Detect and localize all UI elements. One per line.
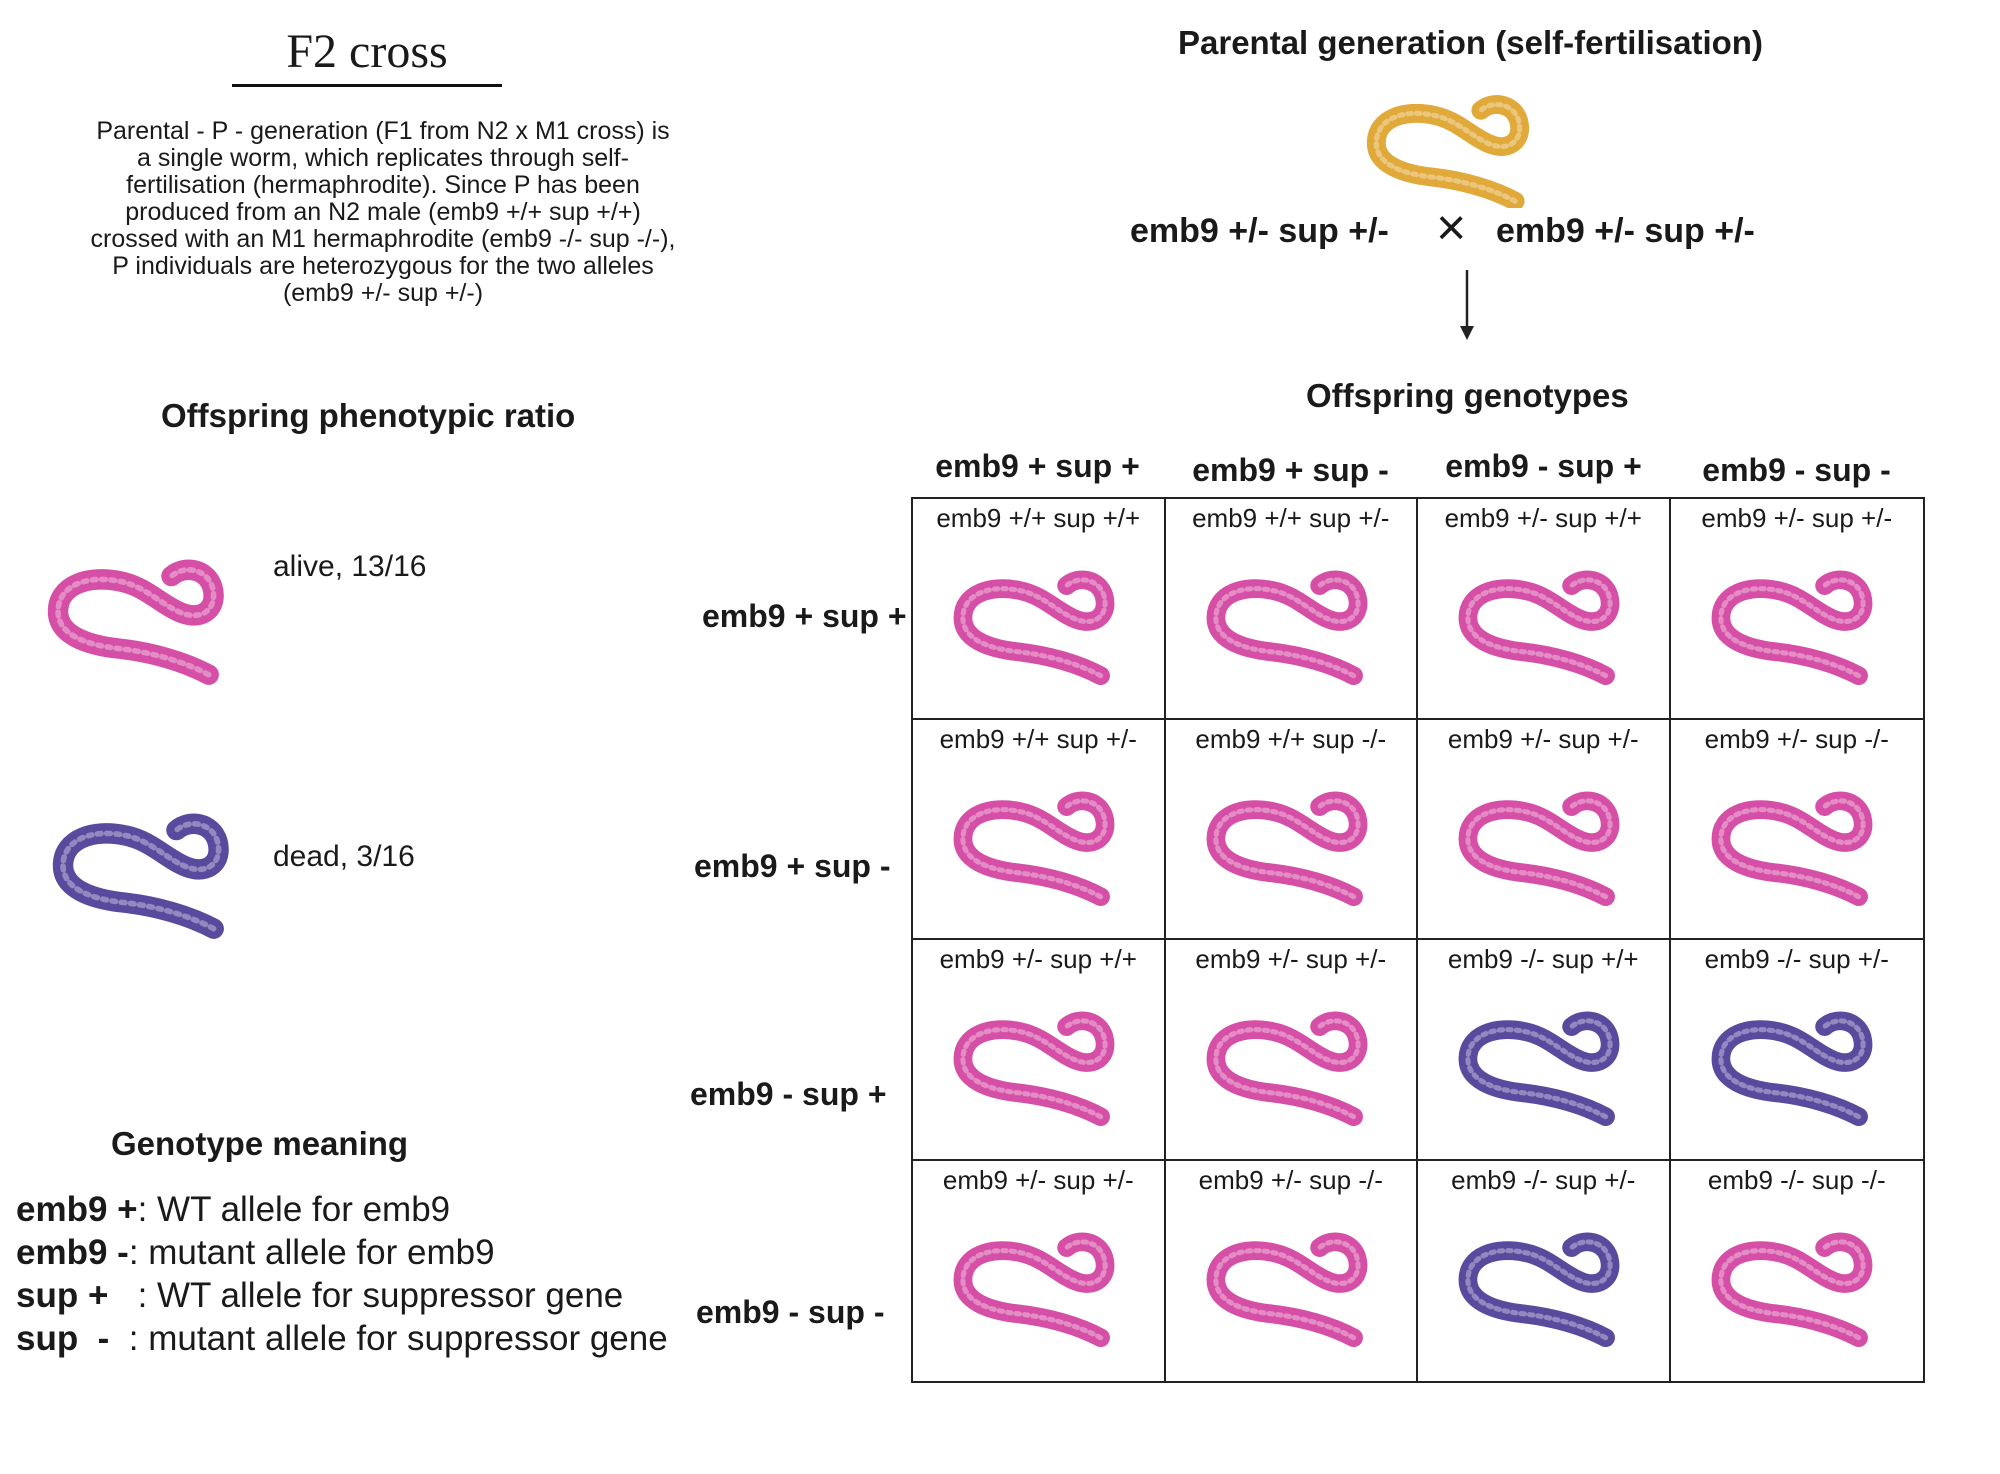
- genotype-label: emb9 +/- sup +/+: [1444, 503, 1642, 533]
- genotype-label: emb9 +/+ sup +/-: [939, 723, 1137, 754]
- parent-genotype-right: emb9 +/- sup +/-: [1496, 212, 1755, 250]
- alive-worm-icon: [951, 782, 1121, 906]
- genotype-label: emb9 +/+ sup -/-: [1195, 723, 1387, 754]
- genotype-cell: emb9 +/- sup +/-: [913, 1160, 1166, 1381]
- down-arrow-icon: [1457, 270, 1477, 342]
- column-header: emb9 + sup -: [1192, 452, 1389, 488]
- genotype-cell: emb9 +/- sup +/+: [1418, 499, 1671, 720]
- row-header: emb9 + sup -: [694, 848, 891, 884]
- meaning-item: sup - : mutant allele for suppressor gen…: [16, 1319, 668, 1358]
- genotype-cell: emb9 +/+ sup +/-: [1165, 499, 1418, 720]
- genotype-label: emb9 +/- sup -/-: [1198, 1164, 1383, 1195]
- row-header: emb9 - sup +: [690, 1076, 887, 1112]
- genotype-label: emb9 +/- sup +/-: [1447, 723, 1639, 754]
- title-underline: [232, 84, 502, 87]
- dead-worm-icon: [1709, 1002, 1879, 1126]
- genotype-cell: emb9 -/- sup +/-: [1670, 940, 1923, 1161]
- alive-worm-icon: [951, 1223, 1121, 1347]
- alive-worm-icon: [1204, 782, 1374, 906]
- page-title: F2 cross: [286, 25, 448, 78]
- genotype-cell: emb9 +/- sup +/-: [1165, 940, 1418, 1161]
- alive-worm-icon: [1204, 1223, 1374, 1347]
- intro-paragraph: Parental - P - generation (F1 from N2 x …: [90, 117, 676, 307]
- alive-worm-icon: [1456, 782, 1626, 906]
- genotype-cell: emb9 +/+ sup +/-: [913, 719, 1166, 940]
- alive-worm-icon: [1709, 561, 1879, 685]
- dead-label: dead, 3/16: [273, 840, 415, 873]
- genotype-label: emb9 +/+ sup +/+: [936, 503, 1141, 533]
- meaning-list: emb9 +: WT allele for emb9 emb9 -: mutan…: [16, 1188, 668, 1360]
- genotype-cell: emb9 +/+ sup +/+: [913, 499, 1166, 720]
- alive-worm-icon: [1204, 561, 1374, 685]
- meaning-item: sup + : WT allele for suppressor gene: [16, 1276, 624, 1315]
- alive-worm-icon: [1456, 561, 1626, 685]
- genotype-cell: emb9 +/- sup +/-: [1670, 499, 1923, 720]
- cross-icon: ×: [1436, 199, 1467, 257]
- meaning-item: emb9 -: mutant allele for emb9: [16, 1233, 495, 1272]
- genotype-label: emb9 +/- sup +/-: [1195, 944, 1387, 974]
- alive-worm-icon: [45, 548, 231, 686]
- genotype-cell: emb9 +/- sup +/+: [913, 940, 1166, 1161]
- alive-label: alive, 13/16: [273, 550, 427, 583]
- dead-worm-icon: [1456, 1223, 1626, 1347]
- genotype-cell: emb9 -/- sup +/+: [1418, 940, 1671, 1161]
- phenotype-heading: Offspring phenotypic ratio: [161, 397, 576, 434]
- column-header: emb9 - sup -: [1702, 452, 1891, 488]
- alive-worm-icon: [1709, 1223, 1879, 1347]
- column-header: emb9 + sup +: [935, 448, 1140, 484]
- meaning-heading: Genotype meaning: [111, 1125, 409, 1162]
- genotype-label: emb9 -/- sup +/+: [1447, 944, 1639, 974]
- genotype-label: emb9 -/- sup +/-: [1704, 944, 1889, 974]
- dead-worm-icon: [1456, 1002, 1626, 1126]
- genotype-cell: emb9 -/- sup +/-: [1418, 1160, 1671, 1381]
- meaning-item: emb9 +: WT allele for emb9: [16, 1190, 451, 1229]
- alive-worm-icon: [1204, 1002, 1374, 1126]
- column-header: emb9 - sup +: [1445, 448, 1642, 484]
- genotype-label: emb9 -/- sup -/-: [1707, 1164, 1886, 1195]
- genotype-label: emb9 +/- sup +/-: [1701, 503, 1893, 533]
- punnett-square: emb9 +/+ sup +/+ emb9 +/+ sup +/- emb9 +/-…: [911, 497, 1925, 1383]
- offspring-heading: Offspring genotypes: [1306, 377, 1629, 414]
- genotype-cell: emb9 +/- sup +/-: [1418, 719, 1671, 940]
- row-header: emb9 - sup -: [696, 1294, 885, 1330]
- alive-worm-icon: [1709, 782, 1879, 906]
- genotype-cell: emb9 -/- sup -/-: [1671, 1161, 1924, 1382]
- alive-worm-icon: [951, 1002, 1121, 1126]
- genotype-cell: emb9 +/- sup -/-: [1166, 1160, 1418, 1381]
- parental-heading: Parental generation (self-fertilisation): [1178, 24, 1763, 61]
- genotype-label: emb9 -/- sup +/-: [1451, 1164, 1636, 1195]
- alive-worm-icon: [951, 561, 1121, 685]
- genotype-label: emb9 +/- sup -/-: [1704, 723, 1889, 754]
- dead-worm-icon: [50, 802, 236, 940]
- row-header: emb9 + sup +: [702, 598, 907, 634]
- genotype-label: emb9 +/- sup +/-: [942, 1164, 1134, 1195]
- genotype-label: emb9 +/+ sup +/-: [1192, 503, 1390, 533]
- parent-genotype-left: emb9 +/- sup +/-: [1130, 212, 1389, 250]
- genotype-cell: emb9 +/+ sup -/-: [1165, 719, 1418, 940]
- genotype-cell: emb9 +/- sup -/-: [1670, 720, 1923, 940]
- parent-worm-icon: [1364, 88, 1536, 208]
- genotype-label: emb9 +/- sup +/+: [939, 944, 1137, 974]
